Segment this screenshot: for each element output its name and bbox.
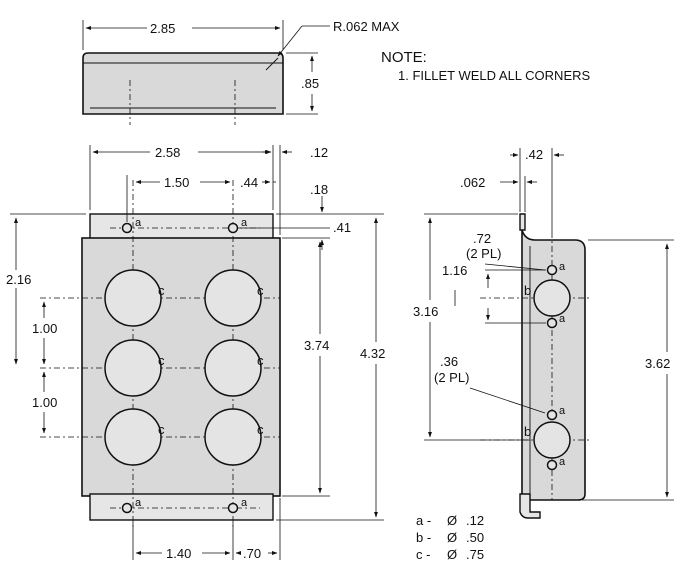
hole-a-label: a [135, 217, 142, 229]
hole-b [533, 279, 571, 317]
legend-row: c - Ø .75 [416, 547, 484, 562]
hole-c-label: c [158, 283, 165, 298]
top-view: 2.85 R.062 MAX .85 [82, 19, 400, 125]
hole-legend: a - Ø .12 b - Ø .50 c - Ø .75 [416, 513, 484, 562]
side-height-label: 3.62 [645, 356, 670, 371]
side-top-flange [519, 213, 526, 231]
hole-offset-y-label: .41 [333, 220, 351, 235]
hole-a-label: a [559, 456, 566, 468]
hole-pitch-note: (2 PL) [466, 246, 501, 261]
hole-c-label: c [158, 353, 165, 368]
hole-a-label: a [559, 261, 566, 273]
hole-a [546, 459, 558, 471]
spacing-1-label: 1.00 [32, 321, 57, 336]
legend-value: .75 [466, 547, 484, 562]
hole-gap-note: (2 PL) [434, 370, 469, 385]
legend-key: b - [416, 530, 431, 545]
hole-c [204, 408, 262, 466]
hole-a [121, 222, 133, 234]
hole-a-label: a [559, 405, 566, 417]
hole-c [104, 269, 162, 327]
spacing-2-label: 1.00 [32, 395, 57, 410]
thickness-label: .062 [460, 175, 485, 190]
hole-b-label: b [524, 283, 531, 298]
note-item: 1. FILLET WELD ALL CORNERS [398, 68, 591, 83]
hole-b-label: b [524, 424, 531, 439]
legend-row: a - Ø .12 [416, 513, 484, 528]
hole-a [121, 502, 133, 514]
front-width-label: 2.58 [155, 145, 180, 160]
legend-symbol: Ø [447, 547, 457, 562]
hole-b [533, 421, 571, 459]
side-bottom-flange [519, 493, 541, 519]
hole-gap-label: .36 [440, 354, 458, 369]
hole-a [227, 222, 239, 234]
front-view: c c c c c c a a a a 2.58 .12 1.50 .44 [6, 145, 385, 561]
hole-a-label: a [559, 313, 566, 325]
top-view-width-label: 2.85 [150, 21, 175, 36]
top-view-body [82, 52, 284, 115]
hole-spacing-x-label: 1.50 [164, 175, 189, 190]
hole-a [546, 409, 558, 421]
bottom-spacing-label: 1.40 [166, 546, 191, 561]
hole-c [204, 339, 262, 397]
legend-row: b - Ø .50 [416, 530, 484, 545]
top-view-height-label: .85 [301, 76, 319, 91]
top-to-center-label: 2.16 [6, 272, 31, 287]
legend-key: c - [416, 547, 430, 562]
legend-value: .12 [466, 513, 484, 528]
radius-label: R.062 MAX [333, 19, 400, 34]
side-top-width-label: .42 [525, 147, 543, 162]
hole-a [546, 264, 558, 276]
flange-offset-label: .12 [310, 145, 328, 160]
legend-value: .50 [466, 530, 484, 545]
hole-c [204, 269, 262, 327]
legend-symbol: Ø [447, 513, 457, 528]
inner-height-label: 3.74 [304, 338, 329, 353]
hole-b-pos-label: 3.16 [413, 304, 438, 319]
overall-height-label: 4.32 [360, 346, 385, 361]
hole-c [104, 408, 162, 466]
hole-c-label: c [257, 283, 264, 298]
legend-symbol: Ø [447, 530, 457, 545]
hole-offset-label: 1.16 [442, 263, 467, 278]
hole-c-label: c [257, 422, 264, 437]
hole-pitch-label: .72 [473, 231, 491, 246]
note-title: NOTE: [381, 49, 427, 66]
hole-c-label: c [257, 353, 264, 368]
flange-depth-label: .18 [310, 182, 328, 197]
note-block: NOTE: 1. FILLET WELD ALL CORNERS [381, 49, 591, 83]
front-bottom-flange [89, 493, 274, 521]
hole-a [546, 317, 558, 329]
hole-a-label: a [135, 497, 142, 509]
legend-key: a - [416, 513, 431, 528]
hole-c-label: c [158, 422, 165, 437]
hole-offset-x-label: .44 [240, 175, 258, 190]
side-view: b b a a a a .42 .062 .72 (2 PL) 1.16 [413, 147, 674, 519]
bottom-offset-label: .70 [243, 546, 261, 561]
hole-a-label: a [241, 497, 248, 509]
hole-c [104, 339, 162, 397]
hole-a [227, 502, 239, 514]
hole-a-label: a [241, 217, 248, 229]
